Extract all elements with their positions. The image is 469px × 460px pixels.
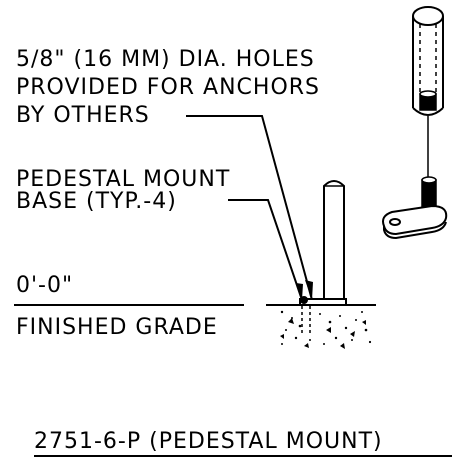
concrete-stipple xyxy=(280,310,372,349)
tube-socket xyxy=(419,90,437,111)
anchor-below-grade xyxy=(301,306,311,334)
post-elevation xyxy=(323,180,345,304)
leader-base xyxy=(228,199,303,301)
finished-grade-label: FINISHED GRADE xyxy=(16,315,218,340)
tube-isometric xyxy=(412,6,444,116)
base-plate xyxy=(299,298,347,306)
leader-holes xyxy=(186,115,313,301)
drawing-title: 2751-6-P (PEDESTAL MOUNT) xyxy=(34,429,383,454)
elevation-mark: 0'-0" xyxy=(16,273,73,298)
note-holes-line-1: 5/8" (16 MM) DIA. HOLES xyxy=(16,47,315,72)
leader-holes-arrowhead xyxy=(305,280,313,300)
anchor-bolt xyxy=(300,296,308,304)
note-base-line-1: PEDESTAL MOUNT xyxy=(16,167,230,192)
tube-hidden-lines xyxy=(419,24,437,92)
note-holes-line-3: BY OTHERS xyxy=(16,103,150,128)
note-base-line-2: BASE (TYP.-4) xyxy=(16,189,177,214)
base-plate-isometric xyxy=(382,204,448,240)
leader-base-arrowhead xyxy=(296,283,303,300)
note-holes-line-2: PROVIDED FOR ANCHORS xyxy=(16,75,320,100)
